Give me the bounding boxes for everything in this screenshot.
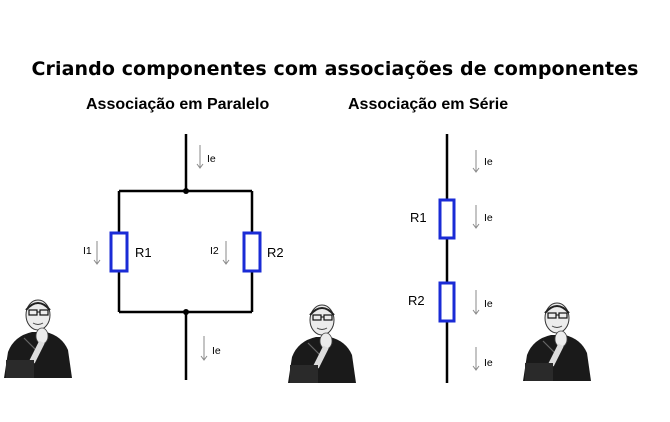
parallel-label-r2: R2 xyxy=(267,245,284,260)
parallel-current-right: I2 xyxy=(210,245,219,257)
presenter-photo-center xyxy=(288,305,356,383)
parallel-current-bottom: Ie xyxy=(212,345,221,357)
current-arrow-icon xyxy=(196,145,204,169)
presenter-photo-left xyxy=(4,300,72,378)
current-arrow-icon xyxy=(472,205,480,229)
presenter-photo-right xyxy=(523,303,591,381)
series-label-r2: R2 xyxy=(408,293,425,308)
series-resistor-r1 xyxy=(438,198,456,240)
parallel-current-top: Ie xyxy=(207,153,216,165)
current-arrow-icon xyxy=(472,290,480,315)
current-arrow-icon xyxy=(222,241,230,265)
series-current-4: Ie xyxy=(484,357,493,369)
parallel-resistor-r2 xyxy=(242,231,262,273)
parallel-resistor-r1 xyxy=(109,231,129,273)
current-arrow-icon xyxy=(472,347,480,371)
parallel-heading: Associação em Paralelo xyxy=(86,96,270,113)
current-arrow-icon xyxy=(472,150,480,173)
parallel-current-left: I1 xyxy=(83,245,92,257)
parallel-label-r1: R1 xyxy=(135,245,152,260)
series-heading: Associação em Série xyxy=(348,96,509,113)
series-current-3: Ie xyxy=(484,298,493,310)
current-arrow-icon xyxy=(200,336,208,361)
page-title: Criando componentes com associações de c… xyxy=(31,58,639,80)
series-label-r1: R1 xyxy=(410,210,427,225)
current-arrow-icon xyxy=(93,241,101,265)
series-current-2: Ie xyxy=(484,212,493,224)
series-current-1: Ie xyxy=(484,156,493,168)
series-resistor-r2 xyxy=(438,281,456,323)
